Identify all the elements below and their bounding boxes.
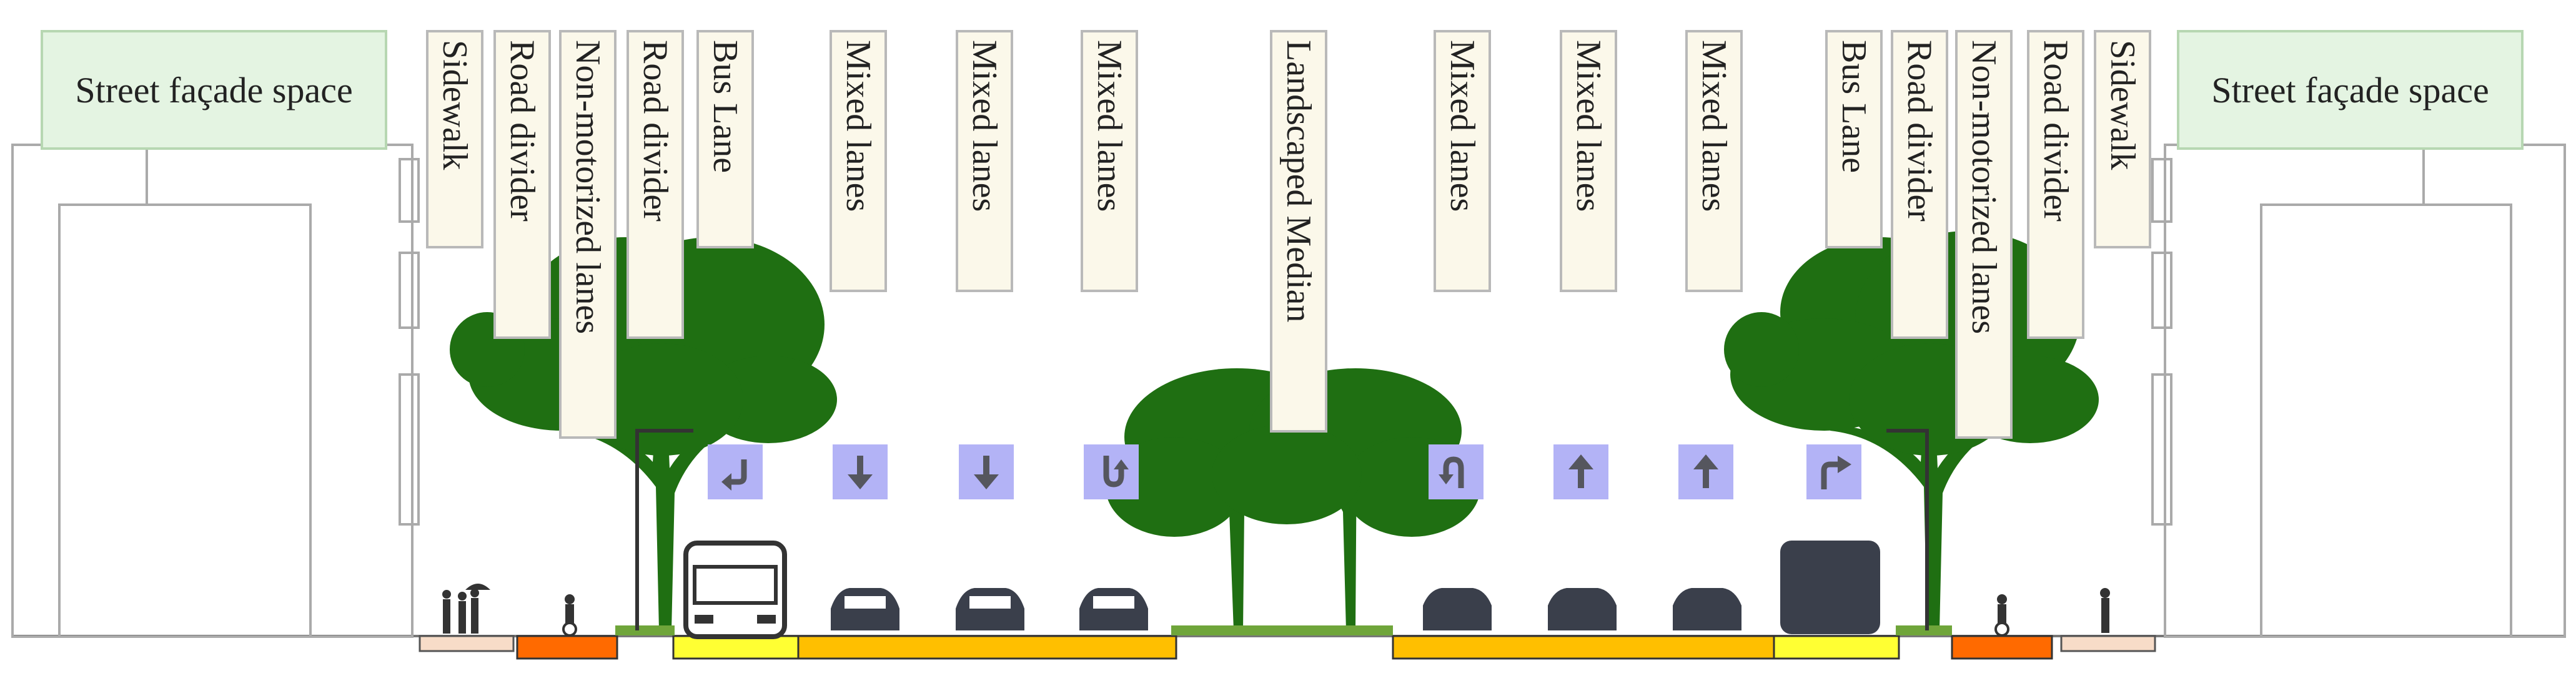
car-icon: [1548, 588, 1617, 630]
car-icon: [956, 588, 1024, 630]
left-bus-lane-surface: [672, 635, 800, 660]
cyclist-left-icon: [562, 594, 577, 637]
u-turn-up-arrow-icon: [1429, 444, 1484, 499]
people: [442, 584, 2110, 637]
label-left-sidewalk: Sidewalk: [426, 30, 483, 248]
right-buildings: [2151, 144, 2566, 638]
left-bike-lane-surface: [516, 635, 618, 660]
pedestrian-group-icon: [442, 584, 490, 634]
label-right-road-divider-1: Road divider: [1891, 30, 1948, 339]
label-mixed-lanes-4: Mixed lanes: [1434, 30, 1491, 292]
left-mixed-lanes-surface: [797, 635, 1177, 660]
label-mixed-lanes-2: Mixed lanes: [956, 30, 1013, 292]
label-mixed-lanes-3: Mixed lanes: [1081, 30, 1138, 292]
u-turn-left-arrow-icon: [708, 444, 763, 499]
label-left-bus-lane: Bus Lane: [696, 30, 754, 248]
right-facade-label: Street façade space: [2177, 30, 2524, 150]
car-icon: [1673, 588, 1741, 630]
car-icon: [1423, 588, 1492, 630]
car-icon: [1079, 588, 1148, 630]
grass: [615, 625, 1952, 635]
right-mixed-lanes-surface: [1392, 635, 1775, 660]
street-lights: [635, 429, 1929, 630]
right-sidewalk-surface: [2060, 635, 2156, 652]
left-buildings: [11, 144, 420, 638]
bus-left-icon: [683, 541, 787, 639]
bus-right-icon: [1780, 541, 1880, 634]
label-left-non-motorized-lanes: Non-motorized lanes: [559, 30, 617, 439]
label-right-non-motorized-lanes: Non-motorized lanes: [1955, 30, 2013, 439]
label-mixed-lanes-6: Mixed lanes: [1685, 30, 1743, 292]
left-facade-text: Street façade space: [75, 69, 353, 110]
road-surfaces: [419, 635, 2156, 660]
label-right-road-divider-2: Road divider: [2027, 30, 2084, 339]
label-mixed-lanes-5: Mixed lanes: [1560, 30, 1617, 292]
left-sidewalk-surface: [419, 635, 515, 652]
right-bus-lane-surface: [1773, 635, 1900, 660]
up-arrow-icon: [1553, 444, 1608, 499]
label-landscaped-median: Landscaped Median: [1270, 30, 1327, 433]
label-left-road-divider-2: Road divider: [627, 30, 684, 339]
left-facade-label: Street façade space: [41, 30, 387, 150]
label-right-sidewalk: Sidewalk: [2094, 30, 2151, 248]
right-facade-text: Street façade space: [2211, 69, 2489, 110]
right-bike-lane-surface: [1951, 635, 2053, 660]
right-turn-arrow-icon: [1806, 444, 1861, 499]
cars-right: [1423, 588, 1741, 630]
label-right-bus-lane: Bus Lane: [1825, 30, 1883, 248]
u-turn-down-arrow-icon: [1084, 444, 1139, 499]
pedestrian-right-icon: [2100, 588, 2110, 633]
car-icon: [831, 588, 899, 630]
cyclist-right-icon: [1994, 594, 2009, 637]
cars-left: [831, 588, 1148, 630]
down-arrow-icon: [959, 444, 1014, 499]
label-mixed-lanes-1: Mixed lanes: [830, 30, 887, 292]
up-arrow-icon: [1678, 444, 1733, 499]
down-arrow-icon: [833, 444, 888, 499]
label-left-road-divider-1: Road divider: [493, 30, 551, 339]
